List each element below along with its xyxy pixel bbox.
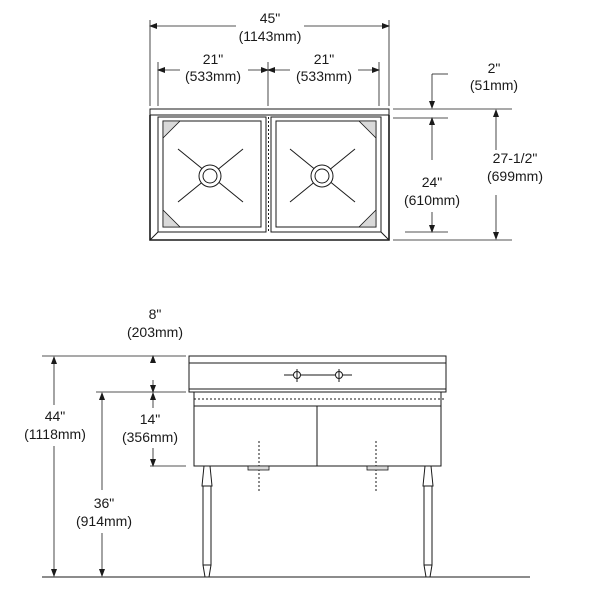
right-bowl-inner [275,120,377,228]
corner-gusset [162,209,181,228]
sink-corner-bevels [149,231,390,241]
drain-icon [202,168,218,184]
drain-icon [314,168,330,184]
overall-depth-mm: (699mm) [487,168,543,184]
overall-depth-in: 27-1/2" [493,150,538,166]
leg-gusset-left [201,465,213,487]
bowl-depth-in: 24" [422,174,443,190]
top-view: 45" (1143mm) 21" (533mm) 21" (533mm) [149,10,543,241]
left-bowl-width-in: 21" [203,51,224,67]
overall-height-in: 44" [45,408,66,424]
bowl-height-mm: (356mm) [122,429,178,445]
overall-width-mm: (1143mm) [239,28,302,44]
rim-height-in: 36" [94,495,115,511]
right-bowl-width-in: 21" [314,51,335,67]
left-bowl [157,116,267,233]
left-bowl-inner [162,120,262,228]
backsplash-front [188,355,447,393]
bowl-height-in: 14" [140,411,161,427]
backsplash-height-mm: (203mm) [127,324,183,340]
leg-foot-right [423,564,433,578]
backsplash-height-in: 8" [149,306,162,322]
corner-gusset [162,120,181,139]
sink-elevation [188,355,447,578]
left-bowl-width-mm: (533mm) [185,68,241,84]
right-bowl-width-mm: (533mm) [296,68,352,84]
bowl-depth-mm: (610mm) [404,192,460,208]
drain-outlet [247,465,270,471]
leg-left [202,485,212,566]
overall-width-in: 45" [260,10,281,26]
leg-right [423,485,433,566]
right-bowl [270,116,382,233]
drain-outlet [366,465,389,471]
backsplash-depth-mm: (51mm) [470,77,518,93]
leg-gusset-right [422,465,434,487]
rim-height-mm: (914mm) [76,513,132,529]
sink-outline [149,115,390,241]
front-view: 8" (203mm) 14" (356mm) 44" (1118mm) 36" … [24,306,530,578]
corner-gusset [358,209,377,228]
backsplash-depth-in: 2" [488,60,501,76]
corner-gusset [358,120,377,139]
leg-foot-left [202,564,212,578]
backsplash-top [149,108,390,116]
overall-height-mm: (1118mm) [24,426,86,442]
